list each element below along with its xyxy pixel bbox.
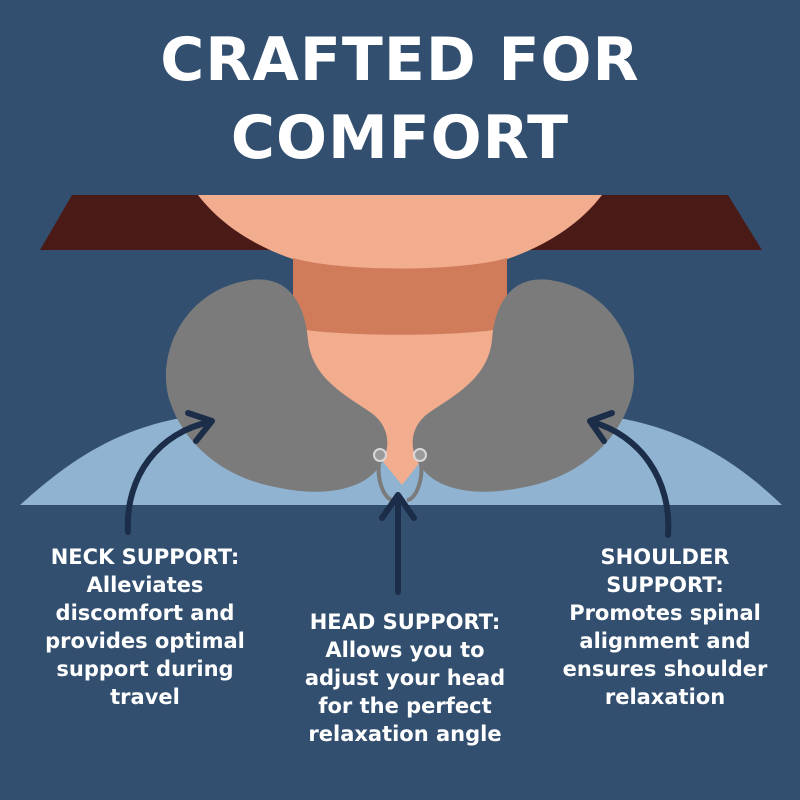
caption-line: relaxation [604, 685, 726, 709]
caption-line: NECK SUPPORT: [50, 545, 240, 569]
title-line-1: CRAFTED FOR [160, 25, 640, 95]
chest [300, 360, 500, 485]
caption-line: Promotes spinal [569, 601, 761, 625]
caption-line: Allows you to [325, 638, 485, 662]
arrow-shoulder [587, 410, 672, 538]
pillow-right [412, 279, 635, 492]
caption-line: travel [110, 685, 180, 709]
caption-line: support during [56, 657, 234, 681]
caption-line: for the perfect [318, 694, 492, 718]
caption-line: alignment and [579, 629, 751, 653]
caption-line: SUPPORT: [606, 573, 724, 597]
caption-line: discomfort and [55, 601, 235, 625]
neck-shadow [293, 258, 507, 335]
caption-line: provides optimal [45, 629, 245, 653]
neck-support-caption: NECK SUPPORT: Alleviates discomfort and … [20, 543, 270, 711]
arrow-neck [124, 410, 215, 535]
head-support-caption: HEAD SUPPORT: Allows you to adjust your … [285, 608, 525, 748]
toggle-right [413, 448, 427, 462]
caption-line: SHOULDER [600, 545, 730, 569]
toggle-left [373, 448, 387, 462]
caption-line: HEAD SUPPORT: [309, 610, 501, 634]
caption-line: Alleviates [86, 573, 204, 597]
pillow-left [165, 279, 388, 492]
caption-line: ensures shoulder [562, 657, 768, 681]
face [198, 195, 602, 276]
caption-line: relaxation angle [308, 722, 502, 746]
shoulder-support-caption: SHOULDER SUPPORT: Promotes spinal alignm… [540, 543, 790, 711]
title-line-2: COMFORT [230, 103, 570, 173]
caption-line: adjust your head [304, 666, 506, 690]
arrow-head [379, 492, 417, 595]
